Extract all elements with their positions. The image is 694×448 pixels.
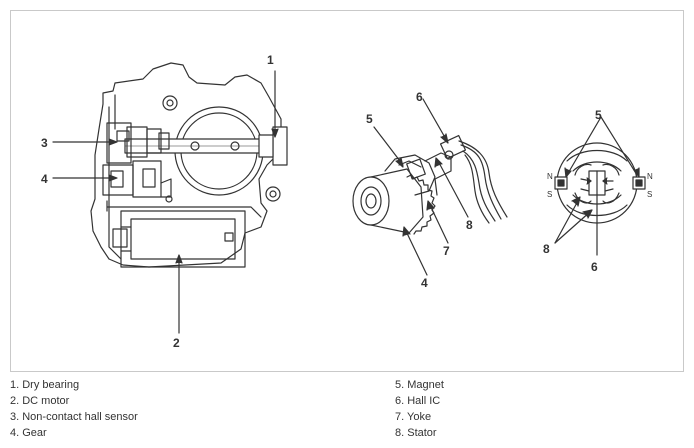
- legend-item: 3. Non-contact hall sensor: [10, 411, 138, 423]
- legend-item: 7. Yoke: [395, 411, 432, 423]
- legend-item: 6. Hall IC: [395, 395, 441, 407]
- callout-6: 6: [416, 90, 423, 104]
- legend-right-column: 5. Magnet 6. Hall IC 7. Yoke 8. Stator: [395, 377, 444, 441]
- callout-8b: 8: [543, 242, 550, 256]
- callout-2: 2: [173, 336, 180, 350]
- pole-n-left: N: [547, 172, 553, 181]
- legend-item: 1. Dry bearing: [10, 379, 80, 391]
- legend-item: 4. Gear: [10, 427, 47, 439]
- callout-7: 7: [443, 244, 450, 258]
- pole-s-left: S: [547, 190, 552, 199]
- callout-6b: 6: [591, 260, 598, 274]
- gear-sensor-drawing: [352, 134, 508, 235]
- legend-item: 2. DC motor: [10, 395, 70, 407]
- pole-s-right: S: [647, 190, 652, 199]
- callout-5b: 5: [595, 108, 602, 122]
- callout-4: 4: [41, 172, 48, 186]
- callout-4b: 4: [421, 276, 428, 290]
- diagram-frame: 1 3 4 2 5 6 8 7 4 5 8 6 N S N S: [10, 10, 684, 372]
- callout-1: 1: [267, 53, 274, 67]
- legend-item: 5. Magnet: [395, 379, 444, 391]
- legend-item: 8. Stator: [395, 427, 437, 439]
- callout-3: 3: [41, 136, 48, 150]
- actuator-housing-drawing: [90, 62, 288, 268]
- pole-n-right: N: [647, 172, 653, 181]
- callout-8: 8: [466, 218, 473, 232]
- magnetic-circuit-drawing: [554, 142, 646, 256]
- legend-left-column: 1. Dry bearing 2. DC motor 3. Non-contac…: [10, 377, 138, 441]
- callout-5: 5: [366, 112, 373, 126]
- actuator-diagram: 1 3 4 2 5 6 8 7 4 5 8 6 N S N S: [41, 53, 653, 350]
